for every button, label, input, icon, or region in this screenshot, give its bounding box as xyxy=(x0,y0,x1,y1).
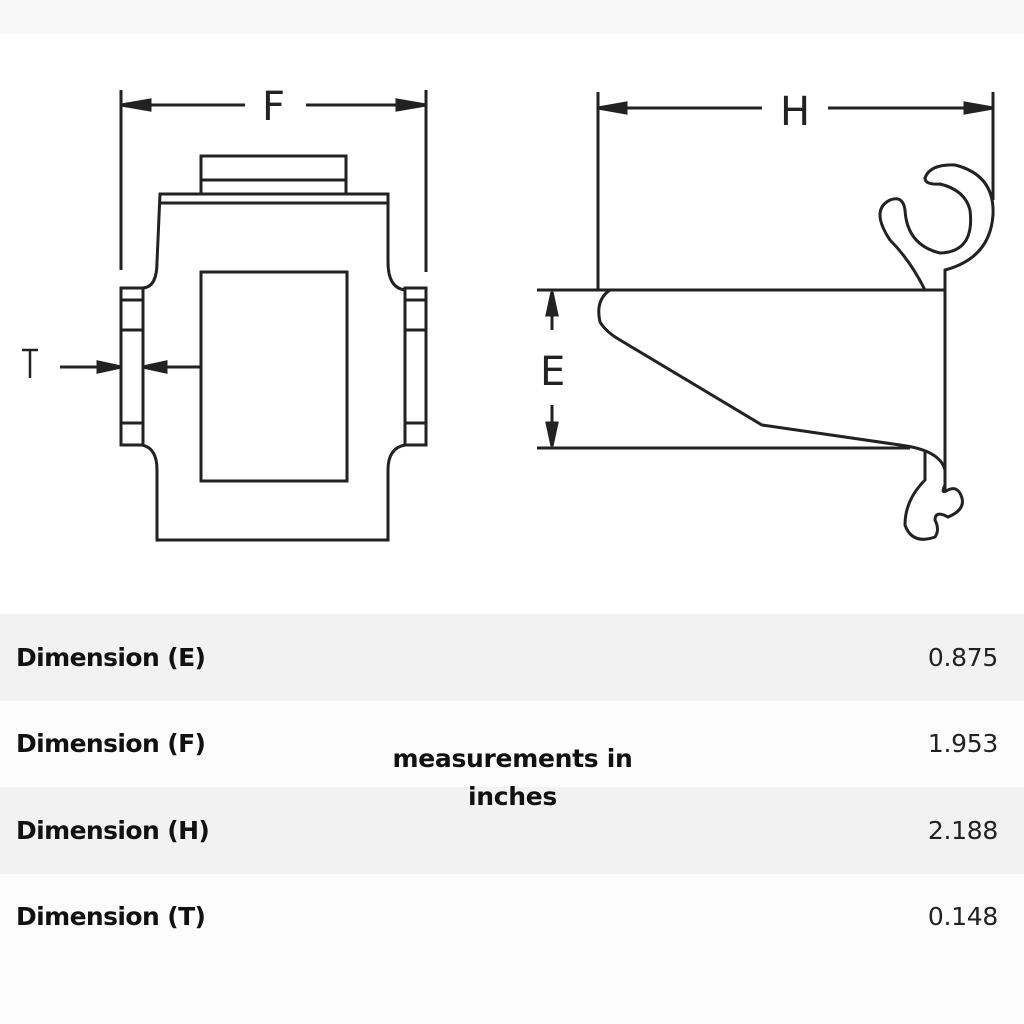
table-row-dimension-f: Dimension (F) 1.953 xyxy=(0,700,1024,787)
table-row-dimension-e: Dimension (E) 0.875 xyxy=(0,614,1024,701)
row-value: 0.148 xyxy=(927,902,998,932)
top-band xyxy=(0,0,1024,34)
row-value: 0.875 xyxy=(927,642,998,672)
table-row-dimension-h: Dimension (H) 2.188 xyxy=(0,787,1024,874)
dimension-label-h: H xyxy=(780,89,810,135)
dimension-label-e: E xyxy=(540,349,565,395)
row-label: Dimension (F) xyxy=(16,729,206,759)
units-note: measurements in inches xyxy=(392,744,633,811)
table-row-dimension-t: Dimension (T) 0.148 xyxy=(0,873,1024,960)
side-view: H E xyxy=(537,89,995,541)
dimension-spec-table: Dimension (E) 0.875 Dimension (F) 1.953 … xyxy=(0,614,1024,960)
row-label: Dimension (T) xyxy=(16,902,206,932)
dimension-label-f: F xyxy=(262,84,285,130)
row-label: Dimension (H) xyxy=(16,815,210,845)
row-value: 1.953 xyxy=(927,729,998,759)
technical-drawing: F xyxy=(0,34,1024,614)
row-label: Dimension (E) xyxy=(16,642,206,672)
row-value: 2.188 xyxy=(927,815,998,845)
front-view: F xyxy=(22,84,428,542)
